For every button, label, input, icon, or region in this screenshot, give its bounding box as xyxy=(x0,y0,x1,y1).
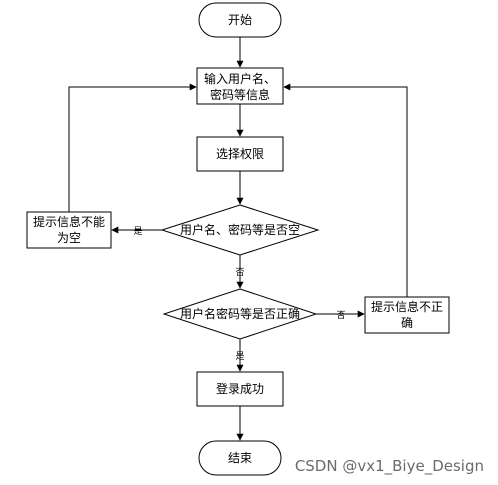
edge-label-no-correct: 否 xyxy=(336,310,345,321)
input-credentials-label-line1: 输入用户名、 xyxy=(204,71,276,86)
edge-incorrect-warning-back-to-input xyxy=(283,83,408,297)
check-empty-label: 用户名、密码等是否空 xyxy=(180,222,300,237)
input-credentials-label-line2: 密码等信息 xyxy=(210,87,270,102)
incorrect-warning-label-line2: 确 xyxy=(401,316,413,330)
edge-label-yes-correct: 是 xyxy=(235,351,244,362)
edge-label-no-empty: 否 xyxy=(235,267,244,278)
csdn-watermark: CSDN @vx1_Biye_Design xyxy=(295,457,484,476)
end-terminal xyxy=(198,440,282,476)
edge-label-yes-empty: 是 xyxy=(133,226,142,237)
check-correct-label: 用户名密码等是否正确 xyxy=(180,306,300,321)
select-permission-label: 选择权限 xyxy=(216,147,264,161)
input-credentials-box xyxy=(196,67,284,105)
end-label: 结束 xyxy=(228,451,252,465)
login-success-label: 登录成功 xyxy=(216,381,264,396)
incorrect-warning-label-line1: 提示信息不正 xyxy=(371,299,443,314)
empty-warning-label-line2: 为空 xyxy=(57,231,81,245)
start-label: 开始 xyxy=(228,13,252,27)
incorrect-warning-box xyxy=(364,296,450,334)
select-permission-box xyxy=(196,136,284,172)
login-success-box xyxy=(196,371,284,407)
edge-empty-warning-back-to-input xyxy=(68,83,197,212)
empty-warning-label-line1: 提示信息不能 xyxy=(33,214,105,229)
empty-warning-box xyxy=(26,211,112,249)
